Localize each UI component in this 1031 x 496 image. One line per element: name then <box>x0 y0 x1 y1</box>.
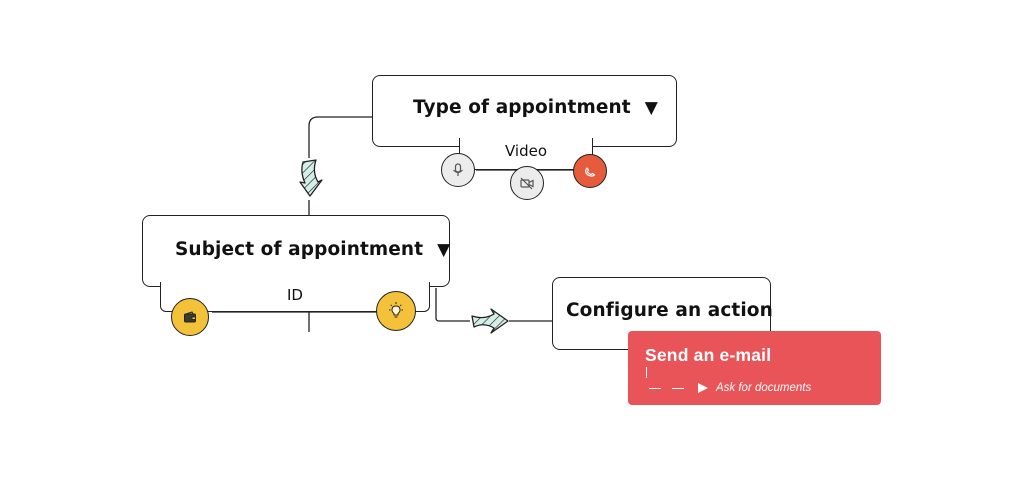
video-off-button[interactable] <box>510 166 544 200</box>
video-off-icon <box>520 177 534 190</box>
arrow-down-icon <box>299 159 323 197</box>
subject-of-appointment-dropdown[interactable]: Subject of appointment ▼ <box>175 239 450 260</box>
subject-tab-label: ID <box>287 286 303 304</box>
ask-for-documents-label: Ask for documents <box>716 382 812 394</box>
lightbulb-button[interactable] <box>376 291 416 331</box>
microphone-button[interactable] <box>441 153 475 187</box>
wallet-icon <box>184 311 196 323</box>
chevron-down-icon[interactable]: ▼ <box>644 97 658 118</box>
play-icon <box>698 383 708 393</box>
phone-hangup-icon <box>585 167 596 177</box>
type-of-appointment-dropdown[interactable]: Type of appointment ▼ <box>413 97 658 118</box>
configure-action-title: Configure an action <box>566 300 773 321</box>
text-cursor <box>646 367 647 378</box>
chevron-down-icon[interactable]: ▼ <box>437 239 451 260</box>
type-of-appointment-title: Type of appointment <box>413 97 631 118</box>
type-of-appointment-card[interactable]: Type of appointment ▼ <box>372 75 677 147</box>
wallet-button[interactable] <box>171 298 209 336</box>
type-tab[interactable]: Video <box>459 138 593 170</box>
dash-divider <box>649 388 661 390</box>
lightbulb-icon <box>389 302 403 318</box>
subject-of-appointment-card[interactable]: Subject of appointment ▼ <box>142 215 450 287</box>
send-email-title: Send an e-mail <box>645 345 772 365</box>
dash-divider <box>672 388 684 390</box>
send-email-action[interactable]: Send an e-mail Ask for documents <box>628 331 881 405</box>
phone-hangup-button[interactable] <box>573 154 607 188</box>
type-tab-label: Video <box>504 142 548 160</box>
arrow-right-icon <box>471 308 509 334</box>
subject-of-appointment-title: Subject of appointment <box>175 239 424 260</box>
microphone-icon <box>453 163 463 176</box>
